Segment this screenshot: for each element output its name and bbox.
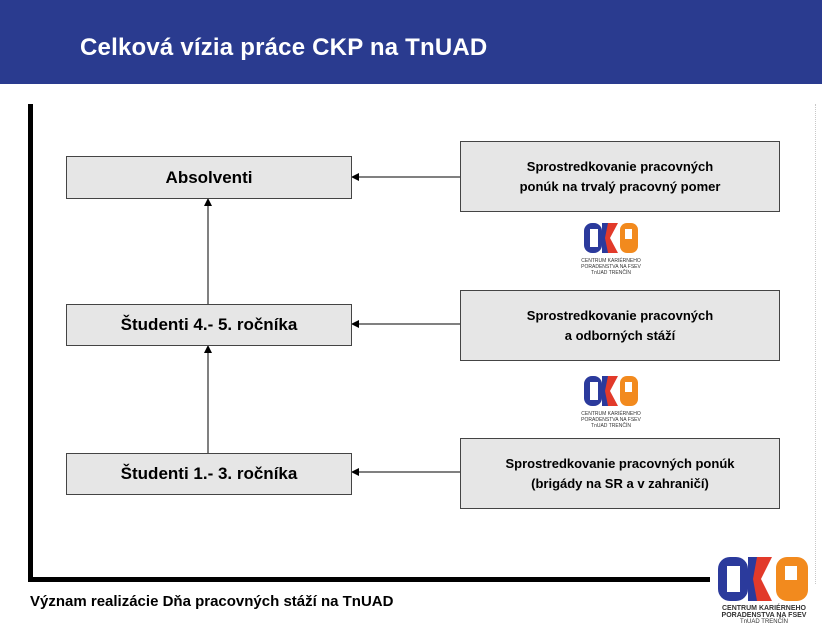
svg-text:PORADENSTVA NA FSEV: PORADENSTVA NA FSEV [581, 264, 641, 270]
stage-studenti-4-5: Študenti 4.- 5. ročníka [66, 304, 352, 346]
ckp-logo-icon: CENTRUM KARIÉRNEHO PORADENSTVA NA FSEV T… [581, 376, 641, 429]
svg-text:CENTRUM KARIÉRNEHO: CENTRUM KARIÉRNEHO [722, 603, 807, 612]
stage-studenti-1-3: Študenti 1.- 3. ročníka [66, 453, 352, 495]
ckp-logo-large-icon: CENTRUM KARIÉRNEHO PORADENSTVA NA FSEV T… [718, 557, 808, 624]
svg-text:TnUAD TRENČÍN: TnUAD TRENČÍN [740, 618, 788, 624]
stage-label: Absolventi [165, 167, 253, 187]
svg-text:CENTRUM KARIÉRNEHO: CENTRUM KARIÉRNEHO [581, 257, 641, 264]
service-staze: Sprostredkovanie pracovných a odborných … [460, 290, 780, 361]
slide-title: Celková vízia práce CKP na TnUAD [80, 34, 488, 61]
svg-text:TnUAD TRENČÍN: TnUAD TRENČÍN [591, 269, 631, 276]
bottom-frame-line [28, 577, 710, 582]
svg-text:TnUAD TRENČÍN: TnUAD TRENČÍN [591, 422, 631, 429]
right-dotted-line [815, 104, 816, 584]
service-brigady: Sprostredkovanie pracovných ponúk (brigá… [460, 438, 780, 509]
svg-text:CENTRUM KARIÉRNEHO: CENTRUM KARIÉRNEHO [581, 410, 641, 417]
service-trvaly-pomer: Sprostredkovanie pracovných ponúk na trv… [460, 141, 780, 212]
stage-absolventi: Absolventi [66, 156, 352, 199]
title-bar: Celková vízia práce CKP na TnUAD [0, 0, 822, 84]
svg-text:PORADENSTVA NA FSEV: PORADENSTVA NA FSEV [722, 612, 807, 619]
stage-label: Študenti 4.- 5. ročníka [120, 315, 298, 334]
service-label: Sprostredkovanie pracovných ponúk (brigá… [505, 455, 735, 491]
left-frame-line [28, 104, 33, 582]
service-label: Sprostredkovanie pracovných ponúk na trv… [519, 158, 721, 194]
service-label: Sprostredkovanie pracovných a odborných … [526, 307, 714, 343]
svg-text:PORADENSTVA NA FSEV: PORADENSTVA NA FSEV [581, 417, 641, 423]
ckp-logo-icon: CENTRUM KARIÉRNEHO PORADENSTVA NA FSEV T… [581, 223, 641, 276]
footer-caption: Význam realizácie Dňa pracovných stáží n… [30, 593, 394, 610]
stage-label: Študenti 1.- 3. ročníka [120, 464, 298, 483]
